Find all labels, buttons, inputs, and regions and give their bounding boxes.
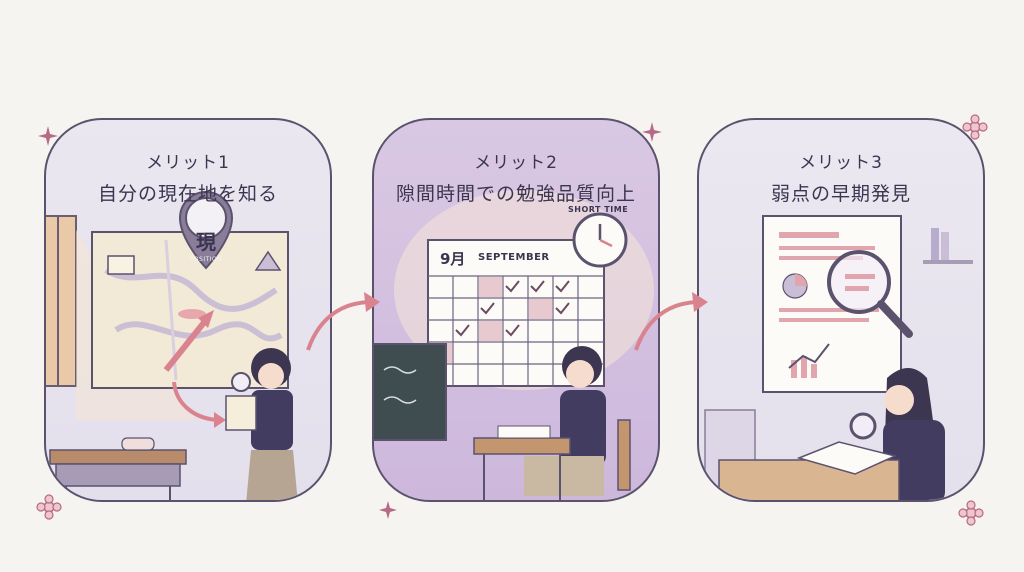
merit-label-3: メリット3 [799,153,883,173]
calendar-name: SEPTEMBER [478,252,550,263]
merit-label-2: メリット2 [474,153,558,173]
flower-icon [36,494,62,520]
clock-label: SHORT TIME [568,205,629,214]
merit-panel-1: メリット1 自分の現在地を知る 現 POSITION [44,118,332,502]
merit-panel-2: メリット2 隙間時間での勉強品質向上 9月 SEPTEMBER SHORT TI… [372,118,660,502]
merit-label-1: メリット1 [146,153,230,173]
flower-icon [962,114,988,140]
flow-arrow-icon-2 [634,292,708,351]
sparkle-icon [642,122,662,142]
sparkle-icon [379,501,397,519]
pin-label: 現 [196,230,216,254]
calendar-month: 9月 [440,250,466,268]
study-scene-illustration [374,190,654,500]
pin-sublabel: POSITION [189,256,223,263]
merit-panel-3: メリット3 弱点の早期発見 [697,118,985,502]
merit-title-2: 隙間時間での勉強品質向上 [395,183,636,205]
flow-arrow-icon-1 [306,292,380,351]
merit-title-1: 自分の現在地を知る [97,183,278,205]
flower-icon [958,500,984,526]
merit-title-3: 弱点の早期発見 [770,183,911,205]
sparkle-icon [38,126,58,146]
report-scene-illustration [704,215,973,500]
map-scene-illustration [46,191,298,500]
